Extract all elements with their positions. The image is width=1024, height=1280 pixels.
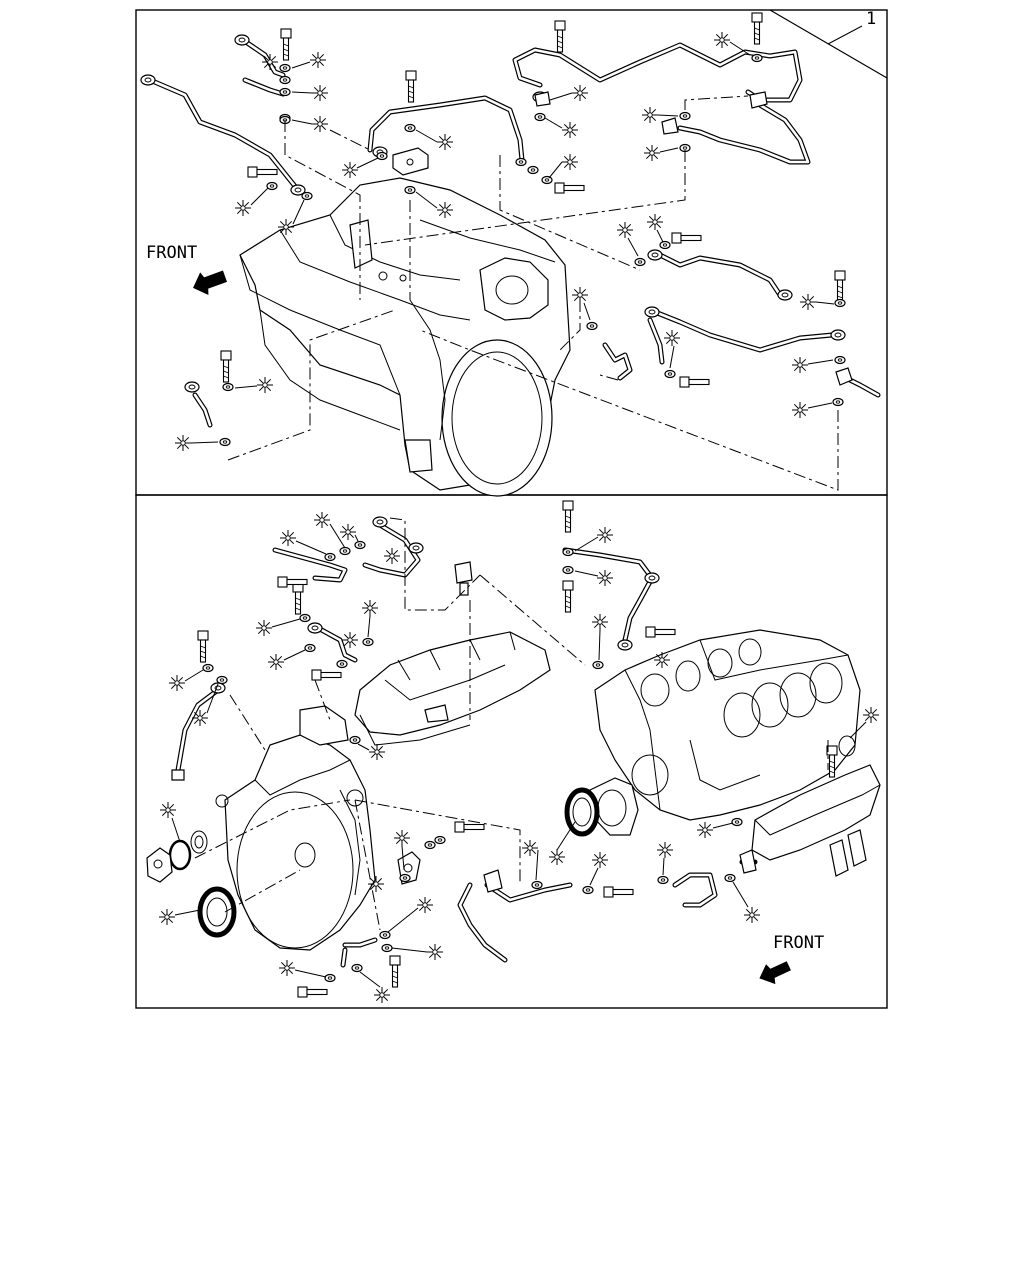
crank-seal-lower — [146, 787, 600, 938]
cylinder-block-lower — [589, 629, 861, 836]
bolt-icon — [554, 20, 566, 53]
lower-assembly: FRONT — [146, 500, 881, 1004]
bolt-icon — [247, 166, 278, 178]
bolt-icon — [645, 626, 676, 638]
bolt-icon — [603, 886, 634, 898]
front-direction-arrow-upper — [193, 270, 228, 295]
fitting-block-upper — [392, 91, 853, 386]
bolt-icon — [220, 350, 232, 383]
bolt-icon — [554, 182, 585, 194]
bolt-icon — [197, 630, 209, 663]
bolt-icon — [280, 28, 292, 61]
bolt-icon — [405, 70, 417, 103]
bolt-icon — [751, 12, 763, 45]
oil-pipe-upper-left — [140, 74, 306, 196]
marker-leaders-upper — [190, 41, 835, 444]
bolt-icon — [679, 376, 710, 388]
bolt-icon — [454, 821, 485, 833]
bolt-icon — [311, 669, 342, 681]
bolt-icon — [297, 986, 328, 998]
bolt-icon — [562, 580, 574, 613]
callout-leader — [827, 25, 863, 45]
flywheel-housing-lower — [215, 705, 376, 951]
crankshaft-lower — [354, 631, 551, 746]
oil-pipes-lower — [175, 516, 758, 968]
flywheel-housing-upper — [239, 177, 571, 497]
alignment-lines-upper — [227, 95, 839, 491]
bolt-icon — [389, 955, 401, 988]
front-direction-label-upper: FRONT — [146, 243, 197, 263]
oil-pipe-upper-right — [512, 42, 811, 165]
lower-panel-frame — [135, 494, 888, 1009]
oil-pipe-upper-center — [234, 34, 286, 97]
front-direction-arrow-lower — [759, 961, 791, 985]
upper-assembly: FRONT — [140, 12, 881, 497]
front-direction-label-lower: FRONT — [773, 933, 824, 953]
oil-pipe-upper-mid — [367, 95, 525, 163]
bolt-icon — [562, 500, 574, 533]
bolt-icon — [292, 582, 304, 615]
callout-number: 1 — [866, 9, 876, 29]
bolt-icon — [671, 232, 702, 244]
bolt-icon — [834, 270, 846, 303]
alignment-lines-lower — [194, 517, 829, 931]
marker-leaders-lower — [171, 523, 867, 988]
oil-cooler-lower — [751, 735, 881, 877]
